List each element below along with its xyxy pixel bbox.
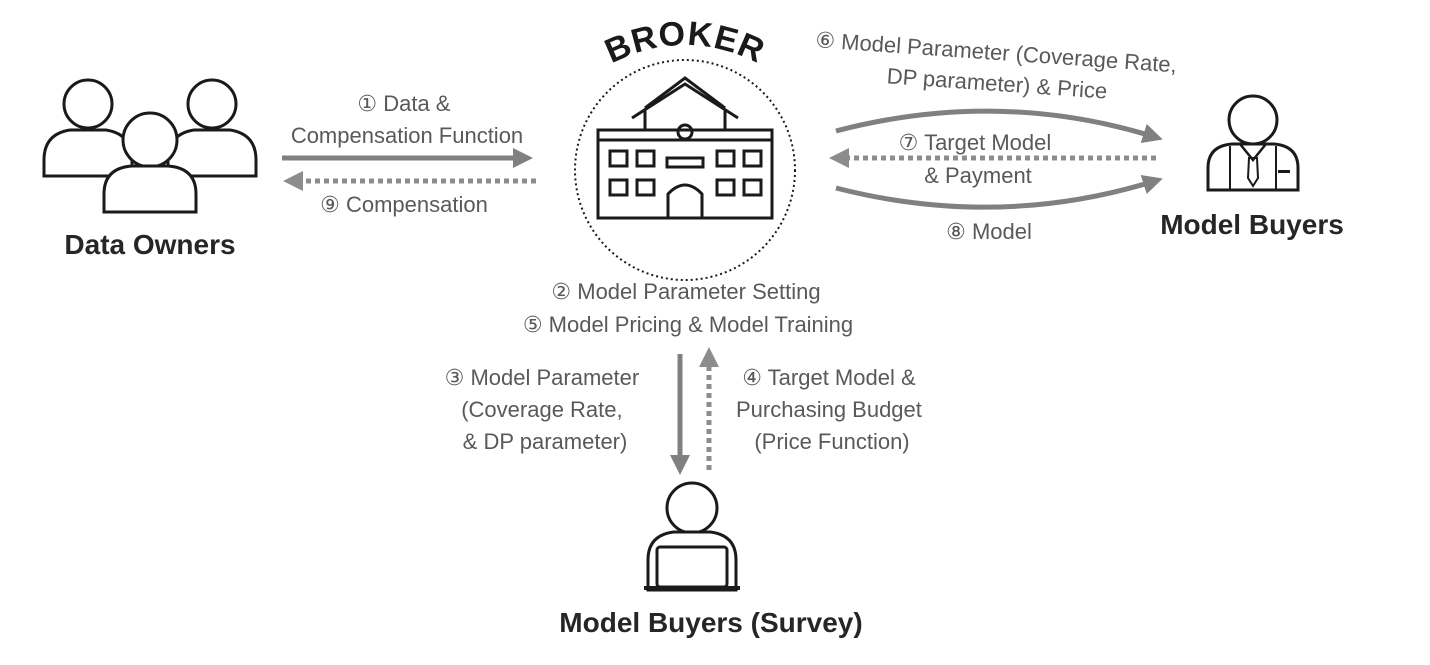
broker: BROKER (574, 14, 796, 281)
step6-label: ⑥ Model Parameter (Coverage Rate, DP par… (813, 27, 1184, 109)
data-owners-label: Data Owners (64, 229, 235, 260)
step1-label: ① Data & Compensation Function (291, 91, 523, 148)
broker-title: BROKER (599, 14, 770, 70)
building-icon (596, 76, 774, 220)
step9-label: ⑨ Compensation (320, 192, 488, 217)
arrow-step6 (835, 108, 1163, 144)
user-group-icon (42, 78, 258, 214)
model-buyers-survey-label: Model Buyers (Survey) (559, 607, 862, 638)
step7-label: ⑦ Target Model & Payment (899, 130, 1058, 188)
step3-label: ③ Model Parameter (Coverage Rate, & DP p… (445, 365, 646, 454)
laptop-user-icon (644, 481, 740, 592)
step2-label: ② Model Parameter Setting (551, 279, 820, 304)
arrow-step8 (835, 174, 1163, 210)
step4-label: ④ Target Model & Purchasing Budget (Pric… (736, 365, 928, 454)
step5-label: ⑤ Model Pricing & Model Training (523, 312, 853, 337)
model-buyers-label: Model Buyers (1160, 209, 1344, 240)
broker-boundary (574, 59, 796, 281)
step8-label: ⑧ Model (946, 219, 1032, 244)
businessman-icon (1206, 94, 1300, 192)
